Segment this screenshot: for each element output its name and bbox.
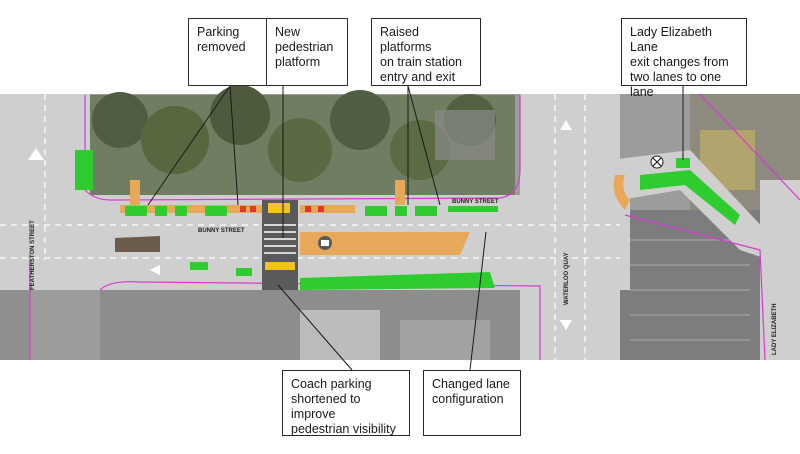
callout-leader-lines xyxy=(147,85,684,371)
street-label-bunny-a: BUNNY STREET xyxy=(198,228,245,234)
lane-markings xyxy=(0,94,620,360)
street-label-featherston: FEATHERSTON STREET xyxy=(30,220,36,290)
callout-lady-elizabeth-text: Lady Elizabeth Lane exit changes from tw… xyxy=(630,25,729,99)
street-label-waterloo: WATERLOO QUAY xyxy=(564,252,570,305)
callout-new-platform: New pedestrian platform xyxy=(266,18,348,86)
green-cycle-markings xyxy=(75,150,740,290)
pedestrian-crossing-stripes xyxy=(264,224,296,254)
callout-raised-platforms: Raised platforms on train station entry … xyxy=(371,18,481,86)
callout-changed-lane-text: Changed lane configuration xyxy=(432,377,510,406)
callout-raised-platforms-text: Raised platforms on train station entry … xyxy=(380,25,462,84)
buildings-bottom xyxy=(100,290,540,360)
callout-coach-parking: Coach parking shortened to improve pedes… xyxy=(282,370,410,436)
yellow-platform-top xyxy=(268,203,290,213)
callout-new-platform-text: New pedestrian platform xyxy=(275,25,334,69)
callout-changed-lane: Changed lane configuration xyxy=(423,370,521,436)
callout-lady-elizabeth: Lady Elizabeth Lane exit changes from tw… xyxy=(621,18,747,99)
property-boundaries xyxy=(29,93,800,361)
park-trees xyxy=(85,85,515,195)
no-entry-sign-icon xyxy=(650,155,664,169)
callout-parking-removed: Parking removed xyxy=(188,18,272,86)
bus-stop-icon xyxy=(318,236,332,250)
pedestrian-platform xyxy=(262,200,298,290)
callout-parking-removed-text: Parking removed xyxy=(197,25,246,54)
callout-coach-parking-text: Coach parking shortened to improve pedes… xyxy=(291,377,396,436)
parking-removed-hatching xyxy=(240,206,324,212)
yellow-platform-bottom xyxy=(265,262,295,270)
street-label-bunny-b: BUNNY STREET xyxy=(452,199,499,205)
orange-platforms xyxy=(115,175,630,255)
street-label-lady-elizabeth: LADY ELIZABETH xyxy=(772,303,778,355)
